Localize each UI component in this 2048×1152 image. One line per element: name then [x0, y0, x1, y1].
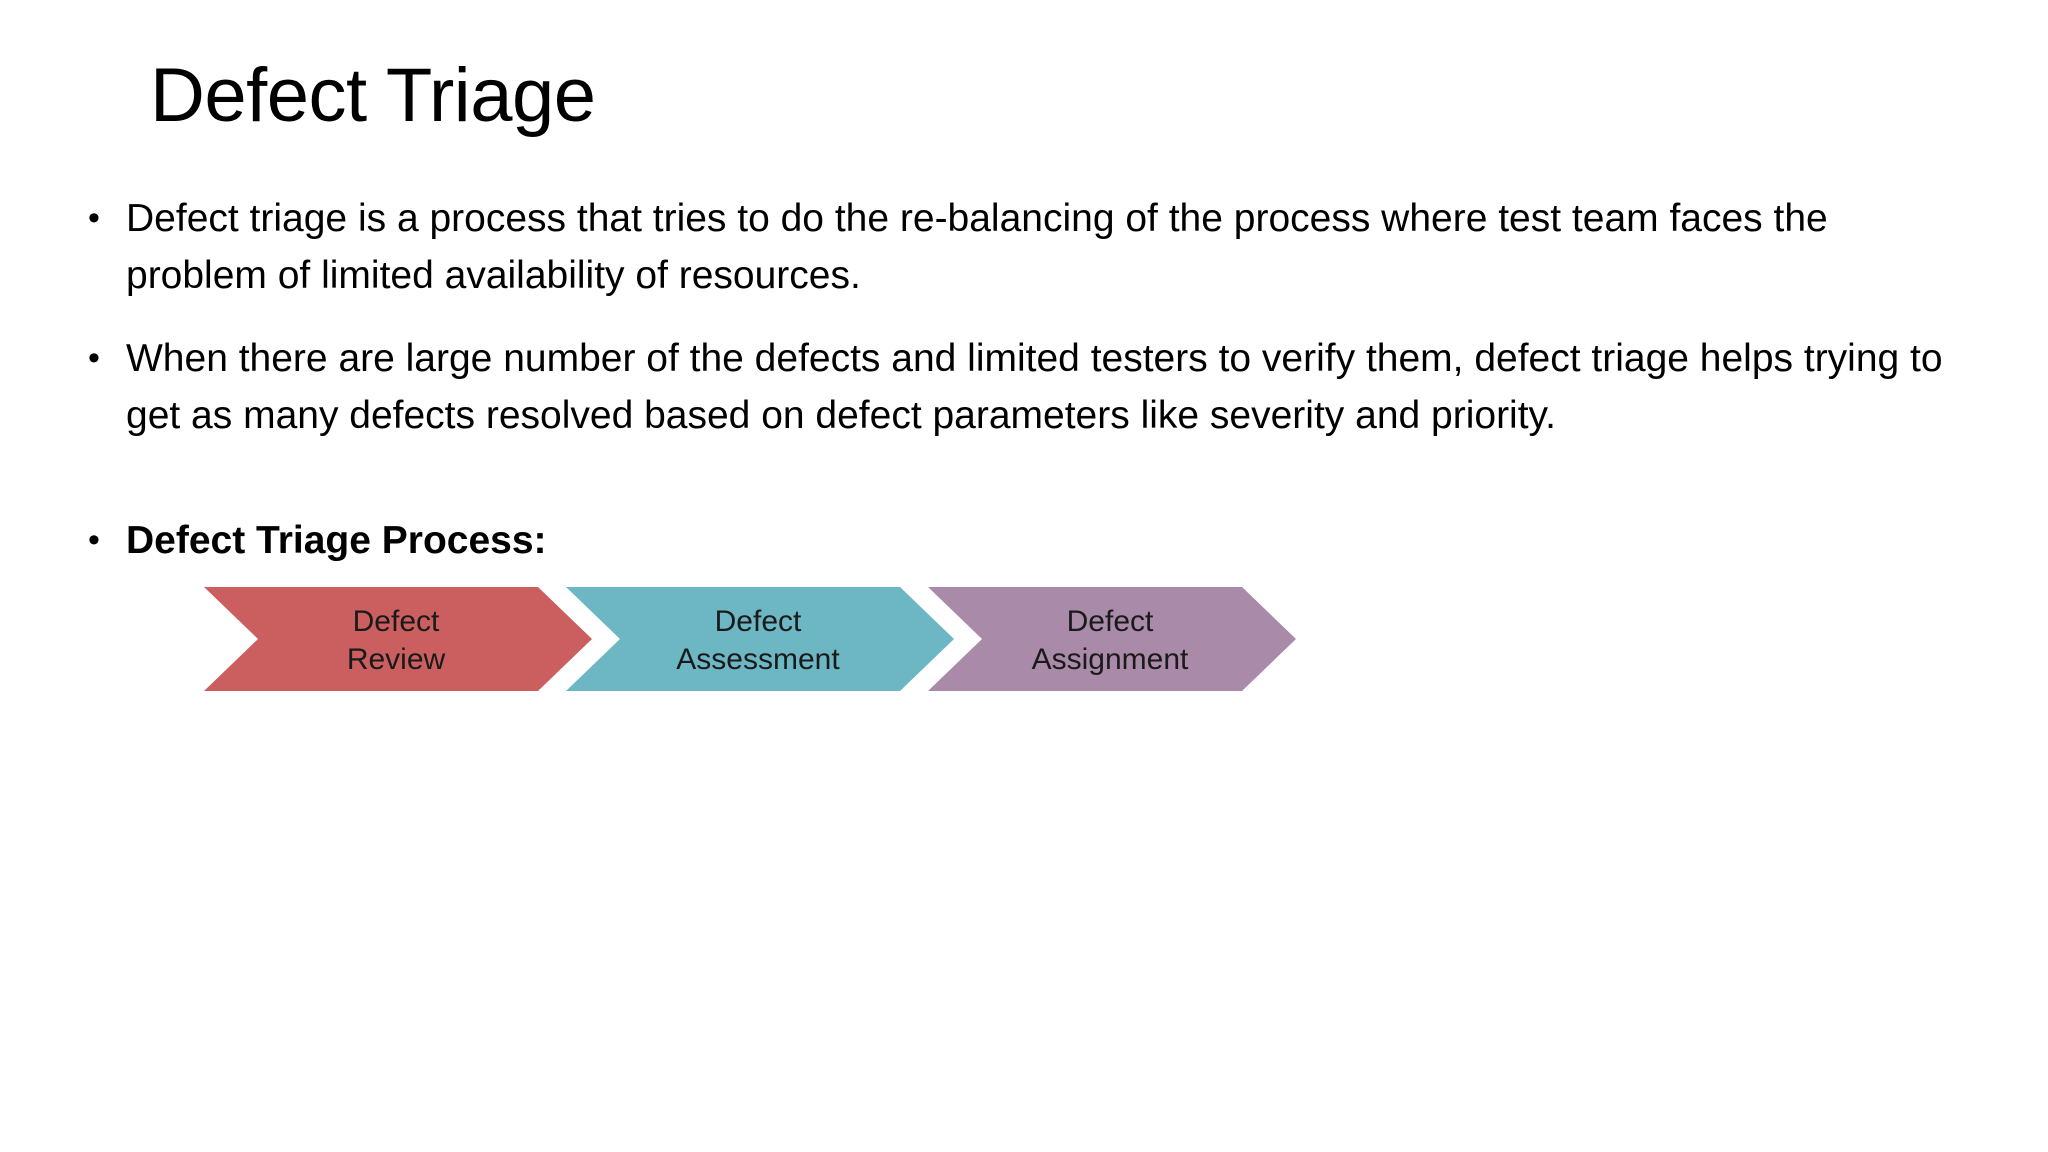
- process-step-3: Defect Assignment: [928, 587, 1296, 691]
- chevron-shape-1: [204, 587, 592, 691]
- chevron-shape-2: [566, 587, 954, 691]
- process-step-1-line2: Review: [347, 643, 446, 676]
- process-step-1: Defect Review: [204, 587, 592, 691]
- bullet-text-3: Defect Triage Process:: [126, 519, 547, 562]
- chevron-shape-3: [928, 587, 1296, 691]
- bullet-point-icon: •: [88, 199, 100, 237]
- bullet-list: • Defect triage is a process that tries …: [84, 190, 1954, 595]
- process-step-2-line1: Defect: [715, 605, 802, 638]
- process-step-2: Defect Assessment: [566, 587, 954, 691]
- process-step-3-line2: Assignment: [1032, 643, 1189, 676]
- bullet-text-1: Defect triage is a process that tries to…: [126, 197, 1828, 297]
- list-item: • When there are large number of the def…: [84, 330, 1954, 444]
- bullet-text-2: When there are large number of the defec…: [126, 337, 1943, 437]
- bullet-point-icon: •: [88, 521, 100, 559]
- list-item: • Defect Triage Process:: [84, 512, 1954, 569]
- list-item: • Defect triage is a process that tries …: [84, 190, 1954, 304]
- defect-triage-process-diagram: Defect Review Defect Assessment Defect A…: [200, 583, 1300, 695]
- process-step-2-line2: Assessment: [676, 643, 840, 676]
- process-step-1-line1: Defect: [353, 605, 440, 638]
- page-title: Defect Triage: [150, 53, 596, 138]
- bullet-point-icon: •: [88, 339, 100, 377]
- process-step-3-line1: Defect: [1067, 605, 1154, 638]
